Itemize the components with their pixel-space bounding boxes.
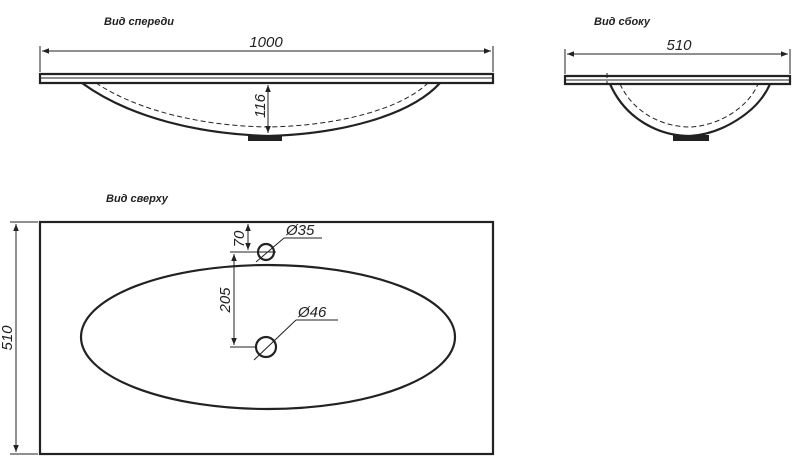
side-view-slab — [563, 74, 792, 86]
side-view: Вид сбоку 510 — [563, 16, 792, 141]
front-width-label: 1000 — [249, 34, 283, 51]
top-height-label: 510 — [0, 325, 16, 351]
top-drain-leader — [253, 319, 297, 361]
side-view-bowl-hidden — [619, 83, 759, 128]
front-view-drain — [248, 135, 282, 141]
side-width-label: 510 — [666, 37, 692, 54]
top-spacing-label: 205 — [217, 287, 234, 314]
top-view-outline — [38, 220, 495, 456]
front-view: Вид спереди 1000 116 — [38, 16, 495, 141]
top-tap-leader — [255, 237, 285, 263]
side-view-bowl — [608, 83, 772, 138]
top-view: Вид сверху 510 70 205 Ø35 Ø46 — [0, 193, 495, 456]
top-view-drain-hole — [254, 335, 278, 359]
top-tap-hole-label: Ø35 — [285, 222, 315, 239]
top-view-title: Вид сверху — [106, 193, 169, 205]
side-view-drain — [673, 135, 709, 141]
side-view-title: Вид сбоку — [594, 16, 651, 28]
front-depth-label: 116 — [252, 93, 269, 118]
top-offset-label: 70 — [231, 230, 248, 247]
top-drain-hole-label: Ø46 — [297, 304, 327, 321]
front-view-title: Вид спереди — [104, 16, 174, 28]
front-view-slab — [38, 72, 495, 85]
top-view-bowl — [79, 263, 457, 411]
